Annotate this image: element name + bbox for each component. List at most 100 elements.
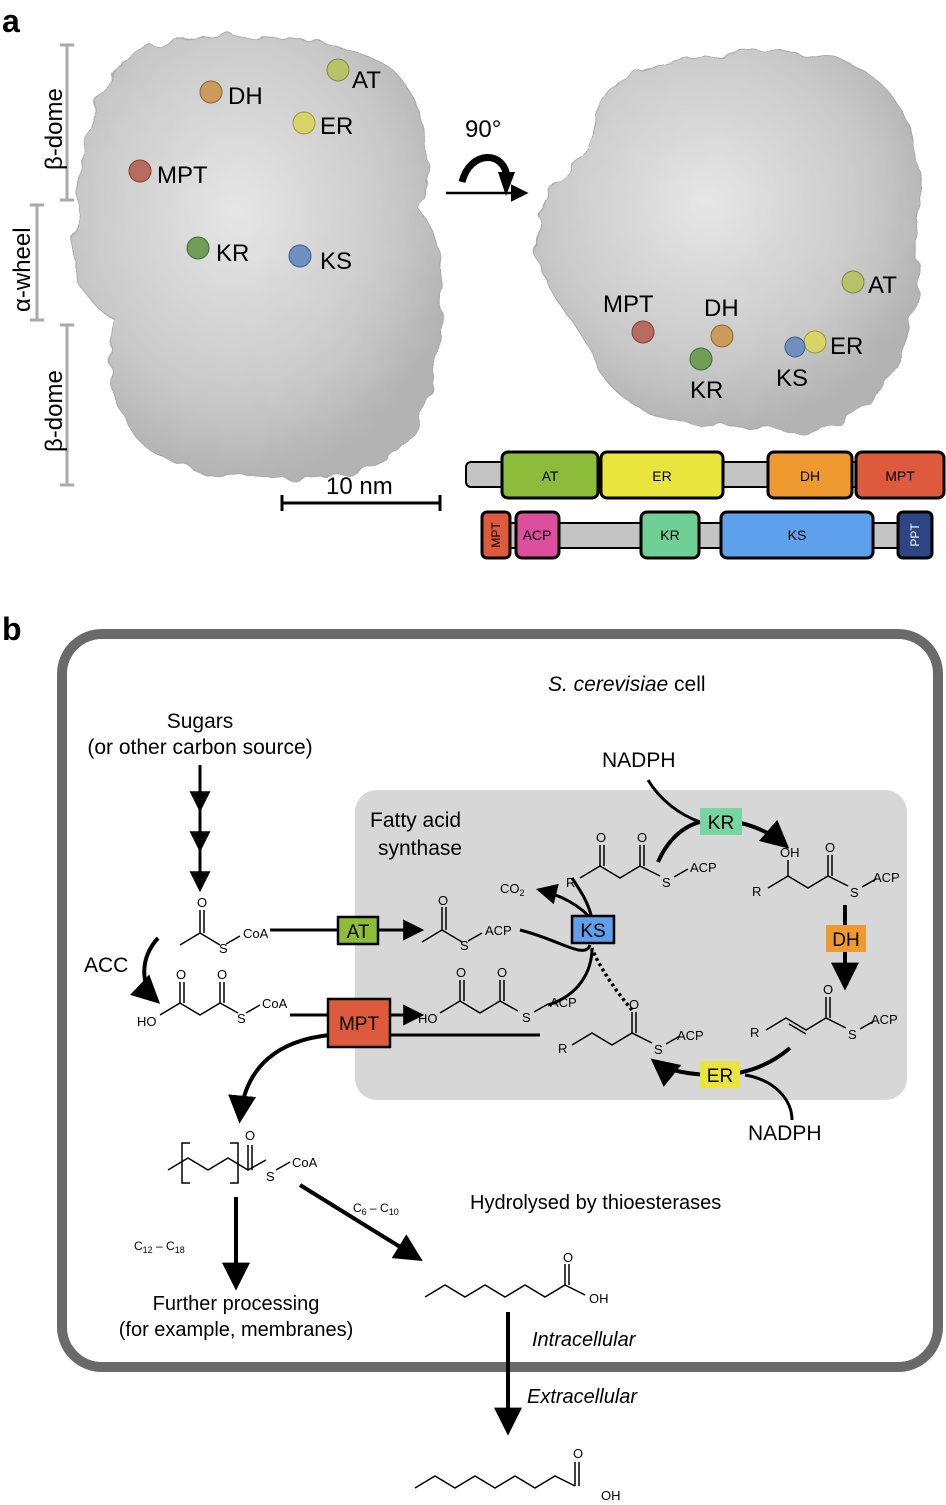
svg-text:ACP: ACP [677,1028,704,1043]
enoyl-acp-structure [765,997,875,1035]
svg-text:OH: OH [601,1488,621,1503]
ketoacyl-acp-structure [579,845,689,879]
svg-text:ACP: ACP [873,870,900,885]
svg-text:R: R [566,875,575,890]
svg-text:O: O [563,1250,573,1265]
svg-text:PPT: PPT [908,523,922,547]
svg-text:O: O [456,965,466,980]
cell-boundary [57,629,943,1372]
svg-text:R: R [558,1041,567,1056]
svg-text:S: S [219,941,228,956]
hydroxyacyl-acp-structure [767,855,877,889]
co2-label: CO2 [500,881,525,898]
beta-domain-er [599,450,725,500]
beta-dome-top-label: β-dome [41,88,68,170]
further-processing-line2: (for example, membranes) [119,1319,354,1341]
svg-text:OH: OH [780,845,800,860]
intracellular-label: Intracellular [532,1329,637,1351]
svg-text:O: O [176,967,186,982]
enzyme-er [700,1061,740,1088]
svg-text:O: O [217,967,227,982]
acc-arrow [130,936,161,1004]
malonyl-coa-structure [159,982,261,1016]
ks-input-arrow-1 [519,928,592,952]
marker-kr [186,236,210,260]
alpha-domain-ppt [896,510,934,560]
nadph-bottom-label: NADPH [748,1122,822,1145]
svg-text:AT: AT [352,67,381,94]
acyl-coa-structure [167,1142,291,1184]
fatty-acid-synthase-box [355,790,907,1100]
beta-domain-at [500,450,600,500]
c6-c10-arrow [298,1183,423,1261]
alpha-wheel-label: α-wheel [9,227,36,312]
further-processing-line1: Further processing [153,1293,320,1315]
marker-mpt [128,159,152,183]
beta-dome-bottom-label: β-dome [41,370,68,452]
svg-text:R: R [750,1025,759,1040]
rotated-view-markers: AT MPT DH ER KR KS [603,270,897,404]
nadph-top-arrow [646,779,701,824]
protein-surface-front-view [71,35,443,479]
svg-text:O: O [438,893,448,908]
svg-text:O: O [573,1446,583,1461]
rotation-label: 90° [465,116,501,143]
svg-text:DH: DH [832,930,859,951]
ks-input-arrow-2 [547,947,594,1007]
svg-text:KS: KS [580,921,605,942]
svg-text:S: S [848,1027,857,1042]
svg-text:O: O [823,982,833,997]
domain-brackets [30,43,74,487]
marker-dh [199,80,223,104]
svg-text:O: O [596,830,606,845]
acyl-acp-structure [571,1012,681,1046]
svg-text:ACP: ACP [523,527,552,543]
rotation-arrow [446,154,529,202]
extracellular-label: Extracellular [527,1386,638,1408]
svg-text:AT: AT [868,272,897,299]
svg-text:ER: ER [707,1066,733,1087]
cell-label: S. cerevisiae cell [548,673,706,696]
svg-text:OH: OH [589,1291,609,1306]
svg-text:S: S [237,1011,246,1026]
fas-label-line1: Fatty acid [370,809,461,832]
panel-b-label: b [2,611,22,647]
svg-text:O: O [637,830,647,845]
svg-text:HO: HO [137,1014,157,1029]
svg-text:DH: DH [800,468,820,484]
svg-text:KS: KS [320,248,352,275]
svg-text:ACP: ACP [690,860,717,875]
enzyme-mpt [326,997,392,1049]
svg-text:DH: DH [704,295,739,322]
intracellular-fatty-acid [424,1264,586,1298]
sugars-line1: Sugars [167,710,234,733]
svg-text:MPT: MPT [157,162,208,189]
svg-text:KR: KR [690,377,723,404]
ks-dotted-feedback [590,947,634,1012]
svg-text:AT: AT [347,922,370,943]
enzyme-ks [570,914,616,945]
front-view-markers: AT DH ER MPT KR KS [128,58,381,275]
alpha-domain-kr [639,510,701,560]
marker-ks [288,244,312,268]
svg-text:S: S [850,885,859,900]
svg-text:DH: DH [228,83,263,110]
nadph-bottom-arrow [744,1073,794,1121]
fas-label-line2: synthase [378,837,462,860]
svg-text:AT: AT [542,468,559,484]
hydrolysed-label: Hydrolysed by thioesterases [470,1192,721,1214]
malonyl-acp-structure [439,980,549,1014]
marker-er [292,111,316,135]
extracellular-fatty-acid [414,1462,580,1489]
svg-text:ACP: ACP [550,995,577,1010]
protein-surface-rotated-view [533,50,920,433]
svg-text:ER: ER [652,468,671,484]
alpha-chain-domain-map: MPT ACP KR KS PPT [480,510,934,560]
beta-domain-dh [766,450,854,500]
acc-label: ACC [84,954,128,977]
svg-text:ACP: ACP [485,923,512,938]
svg-text:ER: ER [320,113,353,140]
svg-text:MPT: MPT [489,522,503,548]
nadph-top-label: NADPH [602,749,676,772]
